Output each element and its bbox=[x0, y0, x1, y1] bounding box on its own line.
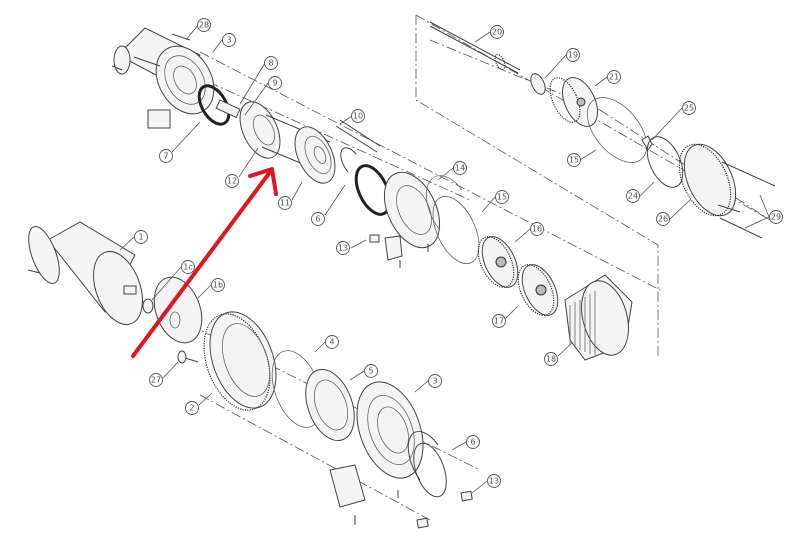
callout-label: 3 bbox=[432, 377, 437, 386]
callout-3: 3 bbox=[222, 33, 236, 47]
callout-15b: 15 bbox=[567, 153, 581, 167]
callout-label: 1c bbox=[183, 263, 193, 272]
callout-label: 27 bbox=[151, 376, 161, 385]
assembly-axis-lines bbox=[109, 39, 771, 521]
callout-label: 6 bbox=[315, 215, 320, 224]
callout-label: 17 bbox=[494, 317, 504, 326]
callout-label: 26 bbox=[658, 215, 668, 224]
callout-label: 7 bbox=[163, 152, 168, 161]
callout-label: 11 bbox=[280, 199, 290, 208]
callout-label: 2 bbox=[189, 404, 194, 413]
upper-gear-train bbox=[429, 21, 776, 239]
callout-3b: 3 bbox=[428, 374, 442, 388]
callout-11: 11 bbox=[278, 196, 292, 210]
housing-14 bbox=[369, 171, 480, 268]
lower-housing-assembly bbox=[329, 381, 473, 529]
callout-label: 16 bbox=[532, 225, 542, 234]
drum-assembly bbox=[239, 101, 392, 216]
callout-label: 6 bbox=[470, 438, 475, 447]
callout-12: 12 bbox=[225, 174, 239, 188]
callout-21: 21 bbox=[607, 70, 621, 84]
callout-label: 4 bbox=[329, 338, 334, 347]
callout-25: 25 bbox=[682, 101, 696, 115]
callout-15: 15 bbox=[495, 190, 509, 204]
callout-leaders bbox=[119, 24, 770, 494]
callout-18: 18 bbox=[544, 352, 558, 366]
callout-1: 1 bbox=[134, 230, 148, 244]
callout-label: 3 bbox=[226, 36, 231, 45]
lower-motor-assembly bbox=[27, 221, 203, 344]
callout-label: 15 bbox=[569, 156, 579, 165]
planetary-gear-set bbox=[477, 236, 633, 361]
callout-6: 6 bbox=[311, 212, 325, 226]
callout-4: 4 bbox=[325, 335, 339, 349]
callout-label: 29 bbox=[771, 213, 781, 222]
callout-20: 20 bbox=[490, 25, 504, 39]
callout-9: 9 bbox=[268, 76, 282, 90]
callouts: 28 3 8 9 7 12 10 11 6 14 13 15 16 17 18 … bbox=[134, 18, 783, 488]
callout-29: 29 bbox=[769, 210, 783, 224]
callout-5: 5 bbox=[364, 364, 378, 378]
callout-label: 12 bbox=[227, 177, 237, 186]
callout-label: 18 bbox=[546, 355, 556, 364]
callout-1c: 1c bbox=[181, 260, 195, 274]
callout-label: 15 bbox=[497, 193, 507, 202]
callout-27: 27 bbox=[149, 373, 163, 387]
callout-10: 10 bbox=[351, 109, 365, 123]
callout-14: 14 bbox=[453, 161, 467, 175]
upper-motor-assembly bbox=[111, 27, 251, 129]
callout-label: 5 bbox=[368, 367, 373, 376]
callout-13b: 13 bbox=[487, 474, 501, 488]
callout-label: 9 bbox=[272, 79, 277, 88]
callout-label: 21 bbox=[609, 73, 619, 82]
callout-label: 24 bbox=[628, 192, 638, 201]
callout-16: 16 bbox=[530, 222, 544, 236]
lower-end-plate-assembly bbox=[177, 311, 355, 442]
callout-label: 20 bbox=[492, 28, 502, 37]
callout-6b: 6 bbox=[466, 435, 480, 449]
callout-label: 1 bbox=[138, 233, 143, 242]
callout-1b: 1b bbox=[211, 278, 225, 292]
callout-17: 17 bbox=[492, 314, 506, 328]
callout-label: 14 bbox=[455, 164, 465, 173]
callout-label: 1b bbox=[213, 281, 223, 290]
callout-13: 13 bbox=[336, 241, 350, 255]
callout-label: 10 bbox=[353, 112, 363, 121]
callout-19: 19 bbox=[566, 48, 580, 62]
callout-2: 2 bbox=[185, 401, 199, 415]
callout-label: 8 bbox=[268, 59, 273, 68]
callout-label: 28 bbox=[199, 21, 209, 30]
callout-26: 26 bbox=[656, 212, 670, 226]
callout-label: 13 bbox=[338, 244, 348, 253]
callout-24: 24 bbox=[626, 189, 640, 203]
callout-28: 28 bbox=[197, 18, 211, 32]
callout-label: 25 bbox=[684, 104, 694, 113]
callout-7: 7 bbox=[159, 149, 173, 163]
callout-8: 8 bbox=[264, 56, 278, 70]
callout-label: 19 bbox=[568, 51, 578, 60]
red-annotation-arrow bbox=[131, 167, 278, 358]
callout-label: 13 bbox=[489, 477, 499, 486]
